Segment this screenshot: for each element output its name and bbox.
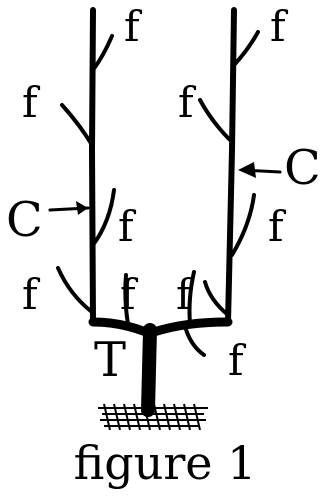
spur-left-low [56, 266, 94, 314]
label-f-left-mid: f [118, 202, 134, 251]
label-f-right-top: f [270, 2, 286, 51]
spur-right-mid [230, 193, 256, 257]
tree-diagram [48, 7, 282, 430]
label-t-trunk: T [94, 332, 127, 388]
spur-trunk-low [183, 324, 206, 357]
arrowhead-left [76, 201, 88, 215]
spur-left-top [91, 34, 114, 72]
right-arm [149, 317, 233, 337]
label-f-right-upper: f [178, 78, 194, 127]
right-leader [225, 7, 237, 325]
spur-left-upper [60, 103, 94, 147]
label-f-left-top: f [124, 2, 140, 51]
label-f-left-upper: f [22, 78, 38, 127]
figure-caption: figure 1 [73, 436, 257, 490]
ground [98, 403, 208, 430]
spur-trunk-left [123, 273, 130, 326]
spur-right-top [232, 30, 260, 67]
spur-trunk-right [187, 270, 196, 326]
label-f-trunk-right: f [176, 270, 192, 319]
label-f-left-low: f [22, 270, 38, 319]
spur-right-low [203, 280, 230, 317]
arrowhead-right [238, 162, 256, 178]
label-f-right-mid: f [268, 202, 284, 251]
label-c-right: C [284, 140, 321, 196]
trunk [141, 323, 157, 417]
left-leader [89, 7, 96, 325]
spur-right-upper [198, 98, 232, 142]
label-f-trunk-low: f [228, 336, 244, 385]
left-arm [88, 317, 151, 337]
label-c-left: C [6, 192, 43, 248]
spur-left-mid [91, 188, 116, 247]
label-f-trunk-left: f [120, 270, 136, 319]
